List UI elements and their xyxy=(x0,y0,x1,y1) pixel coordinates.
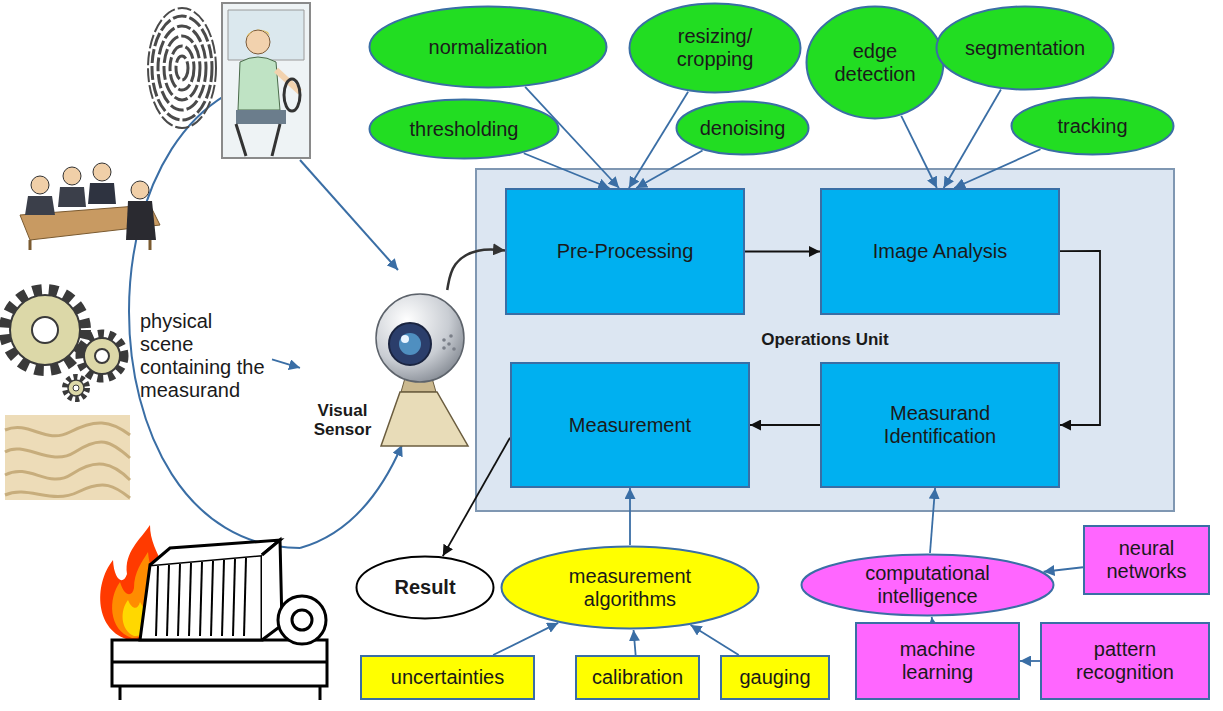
node-text: Measurand Identification xyxy=(840,402,1040,448)
operation-ellipse: segmentation xyxy=(935,5,1115,91)
method-box: gauging xyxy=(720,655,830,700)
node-text: tracking xyxy=(1057,115,1127,138)
scene-label: physical scene containing the measurand xyxy=(140,278,272,433)
node-text: edge detection xyxy=(825,40,925,86)
node-text: uncertainties xyxy=(391,666,504,689)
node-text: pattern recognition xyxy=(1055,638,1195,684)
node-text: measurement algorithms xyxy=(540,565,720,611)
panel-layer xyxy=(476,169,1174,511)
ellipse-shape xyxy=(370,100,559,159)
connector xyxy=(1020,660,1040,662)
method-ellipse: measurement algorithms xyxy=(500,545,760,630)
connector xyxy=(493,623,558,655)
connector xyxy=(954,149,1040,188)
ellipse-shape xyxy=(937,7,1114,90)
connector xyxy=(944,89,1001,188)
machine-picture xyxy=(112,540,327,700)
gears-picture xyxy=(5,290,124,399)
node-text: normalization xyxy=(429,36,548,59)
node-text: physical scene containing the measurand xyxy=(140,310,265,402)
connector xyxy=(1060,251,1100,425)
ellipse-shape xyxy=(502,547,759,629)
ellipse-shape xyxy=(677,102,809,155)
node-text: computational intelligence xyxy=(828,562,1028,608)
connector xyxy=(629,488,631,545)
driver-picture xyxy=(222,3,310,158)
method-box: uncertainties xyxy=(360,655,535,700)
connector xyxy=(901,116,937,188)
ellipse-shape xyxy=(807,7,944,119)
node-text: thresholding xyxy=(410,118,519,141)
operation-ellipse: denoising xyxy=(675,100,810,156)
operation-ellipse: thresholding xyxy=(368,98,560,160)
connector xyxy=(447,250,505,290)
process-box: Pre-Processing xyxy=(505,188,745,315)
method-box: machine learning xyxy=(855,622,1020,700)
visual-sensor: Visual Sensor xyxy=(300,290,470,450)
node-text: neural networks xyxy=(1092,537,1202,583)
process-box: Measurand Identification xyxy=(820,362,1060,488)
node-text: calibration xyxy=(592,666,683,689)
operation-ellipse: edge detection xyxy=(805,5,945,120)
webcam-picture xyxy=(376,294,468,446)
texture-picture xyxy=(5,415,130,500)
node-text: machine learning xyxy=(878,638,998,684)
operation-ellipse: resizing/ cropping xyxy=(628,2,802,94)
node-text: Measurement xyxy=(569,414,691,437)
node-text: denoising xyxy=(700,117,786,140)
node-text: Image Analysis xyxy=(873,240,1008,263)
edge-layer xyxy=(272,87,1100,661)
ellipse-shape xyxy=(370,7,607,88)
meeting-picture xyxy=(20,163,160,250)
ellipse-shape xyxy=(802,555,1054,616)
connector xyxy=(443,438,510,556)
node-text: resizing/ cropping xyxy=(660,25,770,71)
connector xyxy=(524,153,610,188)
connector xyxy=(1044,567,1083,572)
unit-panel: Operations Unit Pre-Processing Image Analy… xyxy=(475,168,1175,512)
method-box: neural networks xyxy=(1083,525,1210,595)
ellipse-shape xyxy=(357,557,494,619)
process-box: Image Analysis xyxy=(820,188,1060,315)
unit-panel-fill xyxy=(476,169,1174,511)
result-ellipse: Result xyxy=(355,555,495,620)
method-ellipse: computational intelligence xyxy=(800,553,1055,617)
ellipse-shape xyxy=(1012,98,1174,155)
connector xyxy=(629,92,688,188)
node-text: Operations Unit xyxy=(761,330,889,350)
method-box: calibration xyxy=(575,655,700,700)
connector xyxy=(745,251,820,253)
node-text: segmentation xyxy=(965,37,1085,60)
node-text: Pre-Processing xyxy=(557,240,694,263)
node-text: gauging xyxy=(739,666,810,689)
process-box: Measurement xyxy=(510,362,750,488)
node-text: Visual Sensor xyxy=(305,401,380,440)
connector xyxy=(272,359,300,367)
operation-ellipse: normalization xyxy=(368,5,608,89)
connector xyxy=(750,424,820,426)
connector xyxy=(930,488,935,553)
connector xyxy=(636,151,702,188)
connector xyxy=(634,630,636,655)
connector xyxy=(691,625,739,655)
operation-ellipse: tracking xyxy=(1010,96,1175,156)
method-box: pattern recognition xyxy=(1040,622,1210,700)
node-text: Result xyxy=(394,576,455,599)
fingerprint-picture xyxy=(148,8,216,128)
ellipse-shape xyxy=(630,4,801,93)
